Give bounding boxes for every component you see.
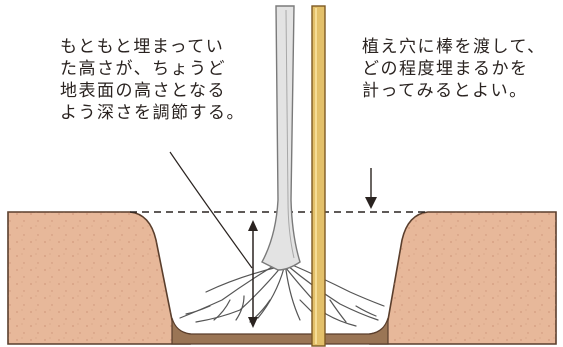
depth-arrow <box>248 220 258 328</box>
stake-measure-note: 植え穴に棒を渡して、 どの程度埋まるかを 計ってみるとよい。 <box>362 36 546 102</box>
root-system <box>180 262 384 326</box>
depth-adjustment-note-line: もともと埋まってい <box>60 36 245 58</box>
depth-adjustment-note-line: た高さが、ちょうど <box>60 58 245 80</box>
depth-adjustment-note-line: よう深さを調節する。 <box>60 102 245 124</box>
depth-adjustment-note: もともと埋まってい た高さが、ちょうど 地表面の高さとなる よう深さを調節する。 <box>60 36 245 124</box>
pit-bottom-soil <box>172 318 388 344</box>
measuring-stake <box>312 6 325 346</box>
stake-measure-note-line: 植え穴に棒を渡して、 <box>362 36 546 58</box>
right-note-pointer-arrow <box>365 168 377 209</box>
depth-adjustment-note-line: 地表面の高さとなる <box>60 80 245 102</box>
tree-trunk <box>262 6 300 270</box>
stake-measure-note-line: 計ってみるとよい。 <box>362 80 546 102</box>
ground-left-texture <box>8 212 190 344</box>
left-note-leader-line <box>170 152 252 268</box>
ground-right-texture <box>370 212 556 344</box>
stake-measure-note-line: どの程度埋まるかを <box>362 58 546 80</box>
